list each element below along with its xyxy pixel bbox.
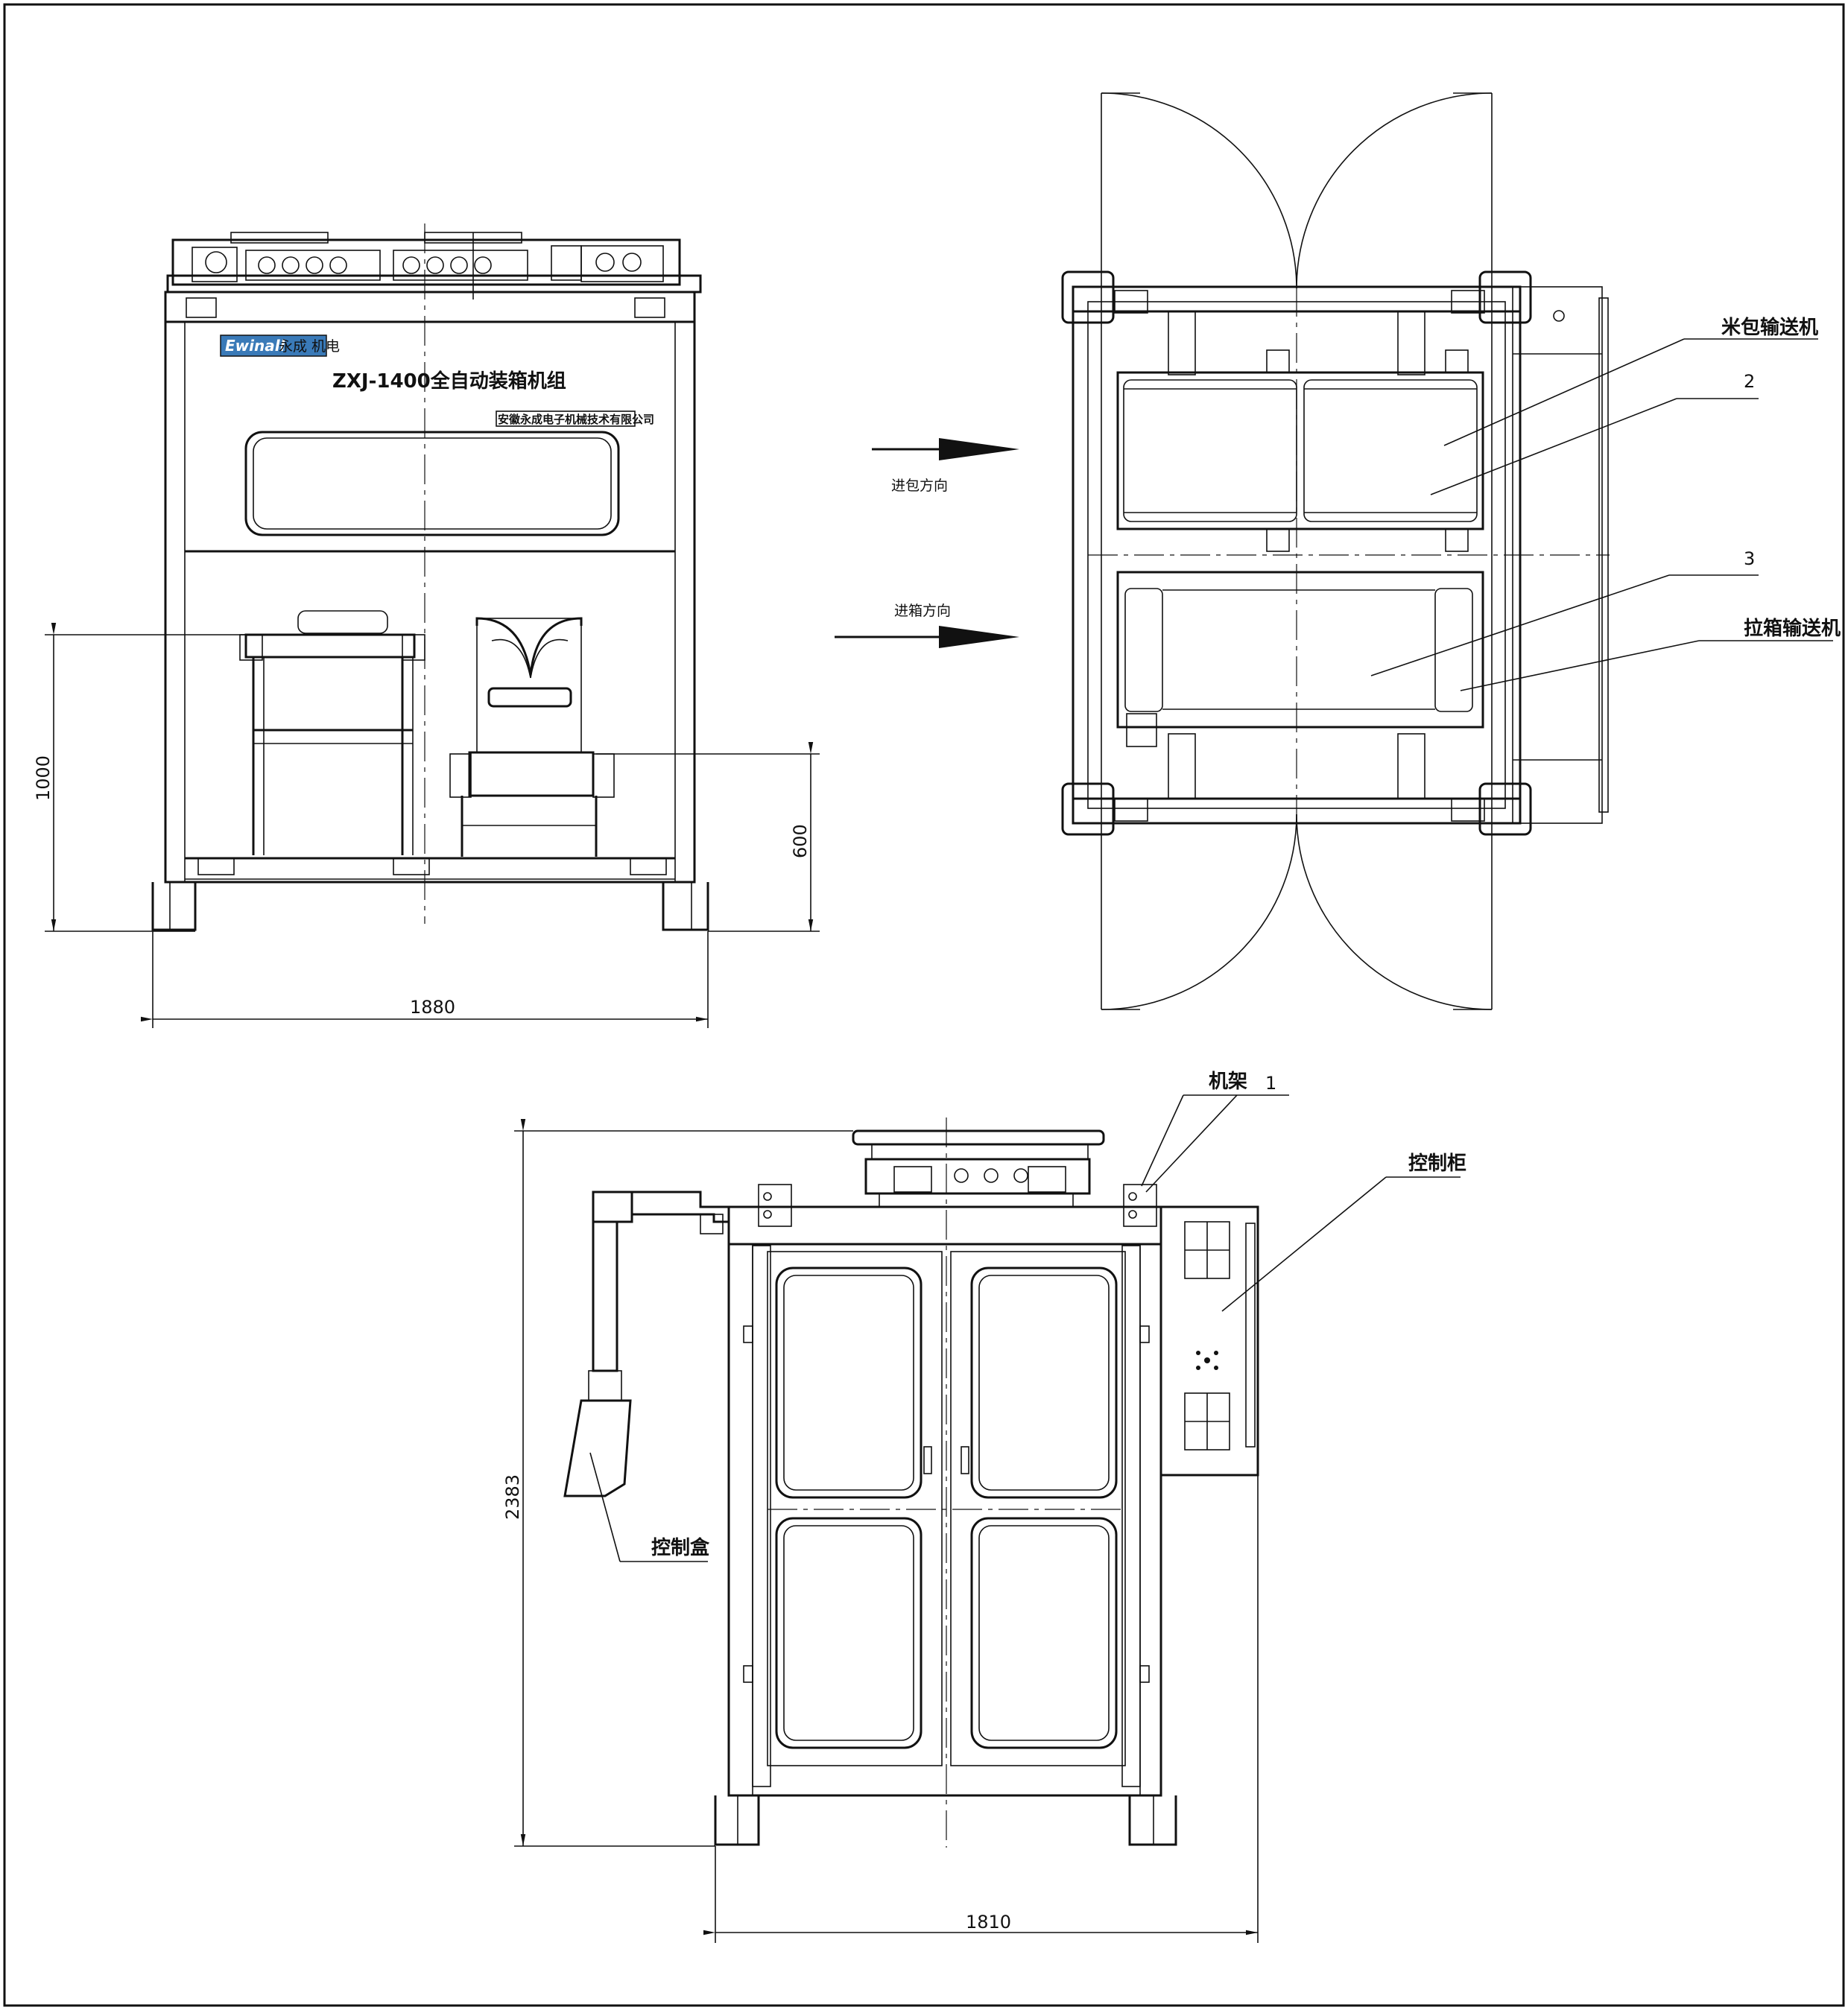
front-box-unit <box>449 617 615 857</box>
door-window-br <box>970 1517 1118 1749</box>
dim-height-side: 2383 <box>502 1474 523 1520</box>
dim-width-side: 1810 <box>966 1912 1011 1933</box>
control-box-pendant[interactable] <box>563 1399 632 1497</box>
control-box-arm <box>563 1191 729 1497</box>
front-rice-conveyor <box>239 610 425 855</box>
label-item-3: 3 <box>1744 548 1755 569</box>
logo <box>220 335 327 357</box>
direction-arrows: 进包方向 进箱方向 <box>835 438 1019 648</box>
dim-height-conveyor: 600 <box>790 824 811 858</box>
label-item-1: 1 <box>1265 1073 1276 1094</box>
door-window-tl <box>775 1266 923 1499</box>
logo-cn: 永成 机电 <box>279 338 340 355</box>
door-handle-left[interactable] <box>923 1446 932 1474</box>
dim-height-total: 1000 <box>33 755 54 801</box>
top-rice-conveyor <box>1116 349 1484 552</box>
company-name: 安徽永成电子机械技术有限公司 <box>498 413 654 426</box>
top-view: 米包输送机 2 3 拉箱输送机 <box>1061 92 1841 1010</box>
arrow-bag-label: 进包方向 <box>891 478 948 494</box>
label-item-2: 2 <box>1744 371 1755 392</box>
control-cabinet <box>1159 1205 1259 1477</box>
arrow-box-label: 进箱方向 <box>894 603 951 619</box>
side-view: 机架 1 控制柜 控制盒 2383 1810 <box>502 1071 1466 1943</box>
door-handle-right[interactable] <box>961 1446 969 1474</box>
label-frame: 机架 <box>1209 1071 1247 1093</box>
label-rice-conveyor: 米包输送机 <box>1721 316 1818 339</box>
top-box-conveyor <box>1116 571 1484 747</box>
door-window-tr <box>970 1266 1118 1499</box>
dim-width-front: 1880 <box>410 997 455 1018</box>
machine-title: ZXJ-1400全自动装箱机组 <box>332 370 566 393</box>
door-window-bl <box>775 1517 923 1749</box>
logo-text: Ewinall <box>225 337 286 355</box>
front-window <box>244 431 620 536</box>
label-control-box: 控制盒 <box>651 1536 710 1559</box>
front-view: Ewinall 永成 机电 ZXJ-1400全自动装箱机组 安徽永成电子机械技术… <box>33 223 820 1028</box>
drawing-border <box>3 3 1845 2007</box>
label-cabinet: 控制柜 <box>1408 1153 1466 1175</box>
label-box-conveyor: 拉箱输送机 <box>1744 617 1841 640</box>
